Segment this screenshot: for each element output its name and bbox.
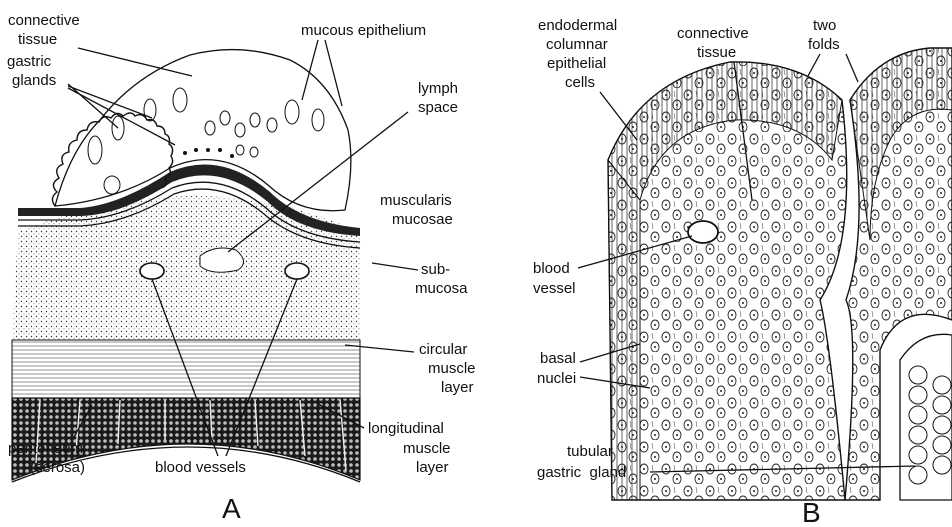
label-a-gastric-glands-2: glands <box>12 72 56 89</box>
label-a-muscularis-2: mucosae <box>392 211 453 228</box>
label-b-two-folds-2: folds <box>808 36 840 53</box>
label-b-endodermal-2: columnar <box>546 36 608 53</box>
lymph-space-shape <box>200 248 244 272</box>
panel-b-letter: B <box>802 497 821 527</box>
label-a-muscularis-1: muscularis <box>380 192 452 209</box>
label-a-longitudinal-2: muscle <box>403 440 451 457</box>
label-b-blood-vessel-2: vessel <box>533 280 576 297</box>
label-a-gastric-glands-1: gastric <box>7 53 52 70</box>
tubular-gland <box>900 334 952 500</box>
label-a-mucous-epithelium: mucous epithelium <box>301 22 426 39</box>
label-b-blood-vessel-1: blood <box>533 260 570 277</box>
label-a-circular-2: muscle <box>428 360 476 377</box>
label-b-basal-nuclei-2: nuclei <box>537 370 576 387</box>
label-a-peritoneum-1: peritoneum <box>8 440 83 457</box>
label-b-tubular-2: gastric gland <box>537 464 626 481</box>
label-a-lymph-space-2: space <box>418 99 458 116</box>
panel-b-drawing <box>608 48 952 500</box>
label-a-circular-3: layer <box>441 379 474 396</box>
label-a-longitudinal-1: longitudinal <box>368 420 444 437</box>
label-b-tubular-1: tubular <box>567 443 613 460</box>
panel-a-drawing <box>12 50 360 482</box>
label-b-connective-1: connective <box>677 25 749 42</box>
label-a-longitudinal-3: layer <box>416 459 449 476</box>
mucosa-area <box>55 50 351 211</box>
blood-vessel-b <box>688 221 718 243</box>
label-a-circular-1: circular <box>419 341 467 358</box>
blood-vessel-right <box>285 263 309 279</box>
label-a-submucosa-1: sub- <box>421 261 450 278</box>
label-a-connective-tissue-2: tissue <box>18 31 57 48</box>
label-a-connective-tissue-1: connective <box>8 12 80 29</box>
label-a-peritoneum-2: (serosa) <box>30 459 85 476</box>
label-a-submucosa-2: mucosa <box>415 280 468 297</box>
label-b-basal-nuclei-1: basal <box>540 350 576 367</box>
label-a-lymph-space-1: lymph <box>418 80 458 97</box>
label-b-endodermal-1: endodermal <box>538 17 617 34</box>
panel-a-letter: A <box>222 493 241 524</box>
label-a-blood-vessels: blood vessels <box>155 459 246 476</box>
label-b-connective-2: tissue <box>697 44 736 61</box>
blood-vessel-left <box>140 263 164 279</box>
label-b-endodermal-4: cells <box>565 74 595 91</box>
label-b-endodermal-3: epithelial <box>547 55 606 72</box>
label-b-two-folds-1: two <box>813 17 836 34</box>
